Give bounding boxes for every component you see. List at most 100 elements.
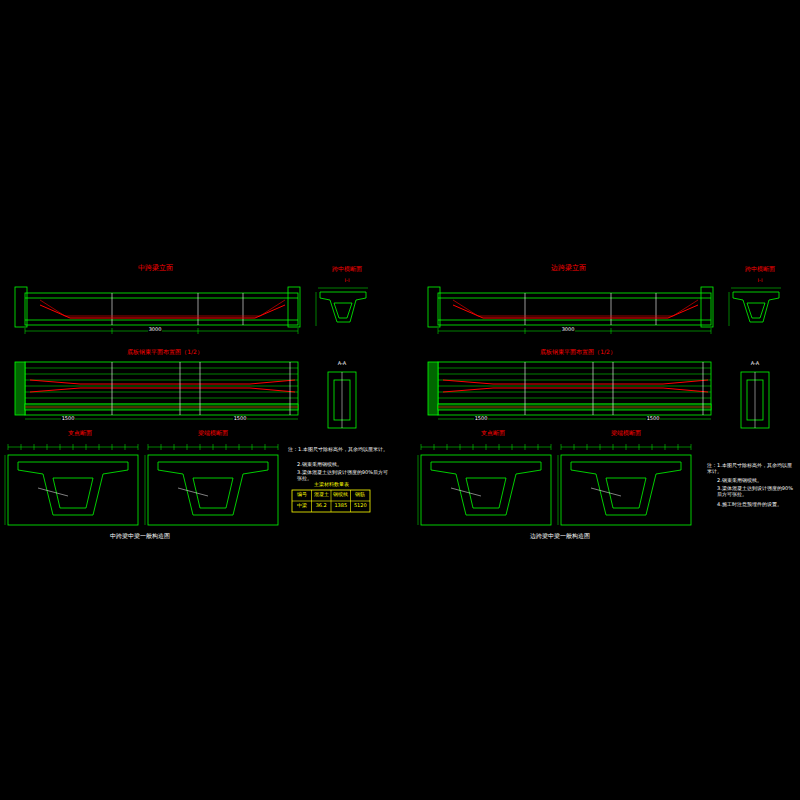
drawing-line [47,444,48,450]
drawing-line [265,444,266,450]
drawing-line [473,444,474,450]
drawing-line [665,444,666,450]
drawing-rect [25,404,298,410]
view-title: 跨中横断面 [744,266,776,273]
drawing-line [290,362,291,415]
drawing-line [611,328,612,334]
section-outline [193,478,233,508]
drawing-line [25,298,298,299]
drawing-line [438,328,439,334]
drawing-line [438,398,711,399]
drawing-line [213,444,214,450]
drawing-line [73,444,74,450]
drawing-line [438,407,711,408]
annotation-text: 钢筋 [354,492,366,498]
drawing-rect [148,455,278,525]
drawing-line [438,368,711,369]
annotation-text: 2.钢束采用钢绞线。 [716,478,763,484]
drawing-line [86,444,87,450]
drawing-line [318,288,368,289]
drawing-line [112,444,113,450]
drawing-rect [428,287,440,327]
drawing-line [587,444,588,450]
drawing-line [451,488,481,496]
annotation-text: 主梁材料数量表 [313,482,350,488]
view-title: 梁端横断面 [610,430,642,437]
drawing-line [178,488,208,496]
view-title: I-I [344,278,351,284]
drawing-rect [741,372,769,428]
drawing-line [593,362,594,415]
drawing-line [652,444,653,450]
drawing-rect [25,362,298,415]
drawing-line [453,300,698,316]
annotation-text: 1500 [474,416,489,422]
drawing-rect [292,490,370,512]
annotation-text: 1385 [333,503,348,509]
drawing-rect [701,287,713,327]
view-title: 支点断面 [67,430,93,437]
drawing-line [125,444,126,450]
annotation-text: 36.2 [315,503,328,509]
annotation-text: 4.施工时注意预埋件的设置。 [716,502,796,508]
drawing-line [180,362,181,415]
drawing-line [25,374,298,375]
drawing-rect [288,287,300,327]
view-title: 底板钢束平面布置图（1/2） [539,349,617,356]
drawing-line [551,444,552,450]
drawing-line [198,328,199,334]
section-outline [747,303,765,318]
drawing-line [591,488,621,496]
drawing-line [25,392,298,393]
annotation-text: 注：1.本图尺寸除标高外，其余均以厘米计。 [287,447,389,453]
drawing-line [613,362,614,415]
drawing-line [161,444,162,450]
section-outline [320,292,366,322]
drawing-line [512,444,513,450]
drawing-line [613,444,614,450]
drawing-line [703,362,704,415]
section-outline [158,462,268,515]
drawing-line [525,362,526,415]
drawing-line [278,444,279,450]
drawing-line [252,444,253,450]
drawing-line [561,444,562,450]
view-title: 底板钢束平面布置图（1/2） [126,349,204,356]
drawing-rect [15,362,25,415]
drawing-line [418,455,419,525]
drawing-line [438,320,711,321]
drawing-rect [8,455,138,525]
view-title: 边跨梁立面 [550,264,587,272]
drawing-line [678,444,679,450]
annotation-text: 混凝土 [313,492,330,498]
drawing-rect [25,293,298,325]
drawing-line [298,328,299,334]
section-outline [571,462,681,515]
drawing-line [40,300,285,316]
view-title: I-I [757,278,764,284]
annotation-text: 3.梁体混凝土达到设计强度的90%后方可张拉。 [296,470,390,482]
drawing-line [656,293,657,325]
section-outline [18,462,128,515]
drawing-line [443,380,708,384]
view-title: 梁端横断面 [197,430,229,437]
drawing-line [525,444,526,450]
drawing-line [8,444,9,450]
drawing-line [434,444,435,450]
drawing-line [421,444,422,450]
annotation-text: 1500 [646,416,661,422]
drawing-line [30,388,295,392]
section-outline [53,478,93,508]
section-outline [606,478,646,508]
annotation-text: 3.梁体混凝土达到设计强度的90%后方可张拉。 [716,486,796,498]
drawing-line [38,488,68,496]
drawing-line [691,444,692,450]
drawing-sheet [5,287,370,525]
drawing-line [60,444,61,450]
drawing-line [438,392,711,393]
drawing-line [200,362,201,415]
annotation-text: 钢绞线 [332,492,349,498]
drawing-line [30,380,295,384]
view-title: 中跨梁立面 [137,264,174,272]
section-outline [733,292,779,322]
